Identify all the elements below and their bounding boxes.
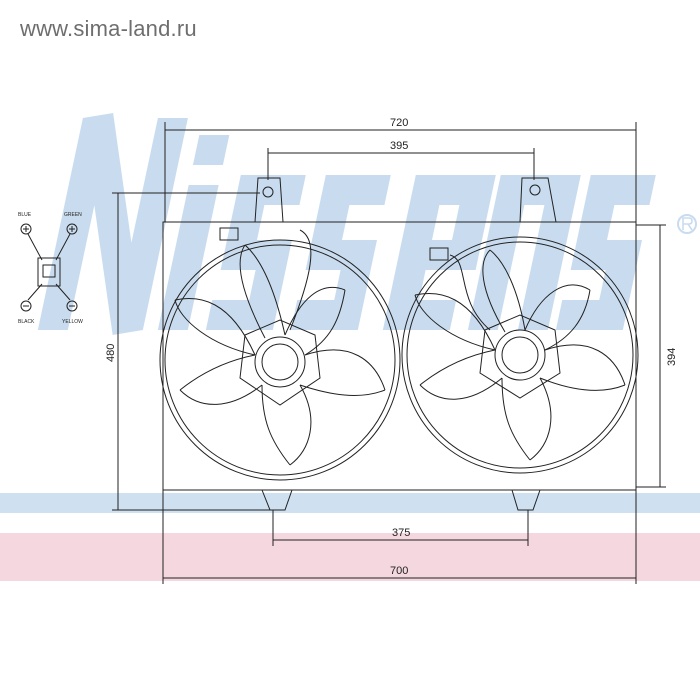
plus-icon xyxy=(66,223,78,235)
dim-label-700: 700 xyxy=(390,565,408,577)
pin-label-yellow: YELLOW xyxy=(62,319,83,325)
dimension-720: 720 xyxy=(164,117,637,490)
mount-hole-right xyxy=(529,184,541,196)
dim-label-480: 480 xyxy=(105,344,117,362)
dimension-480: 480 xyxy=(105,192,280,511)
dimension-394: 394 xyxy=(636,224,678,488)
dim-label-375: 375 xyxy=(392,527,410,539)
pin-label-black: BLACK xyxy=(18,319,35,325)
dimension-700: 700 xyxy=(162,490,637,584)
dim-label-395: 395 xyxy=(390,140,408,152)
fan-left xyxy=(159,227,401,481)
minus-icon xyxy=(66,300,78,312)
site-url[interactable]: www.sima-land.ru xyxy=(20,16,197,41)
pin-label-green: GREEN xyxy=(64,212,82,218)
dimension-375: 375 xyxy=(272,510,529,546)
shroud-outline xyxy=(162,221,637,491)
foot-left xyxy=(261,489,293,511)
pin-label-blue: BLUE xyxy=(18,212,32,218)
foot-right xyxy=(511,489,541,511)
fan-right xyxy=(401,236,639,474)
minus-icon xyxy=(20,300,32,312)
registered-mark-icon xyxy=(677,214,697,234)
mount-tab-left xyxy=(254,177,284,223)
connector-pinout: BLUE GREEN BLACK YELLOW xyxy=(18,212,83,325)
dim-label-720: 720 xyxy=(390,117,408,129)
dim-label-394: 394 xyxy=(666,348,678,366)
mount-hole-left xyxy=(262,186,274,198)
plus-icon xyxy=(20,223,32,235)
dimension-395: 395 xyxy=(267,140,535,180)
mount-tab-right xyxy=(519,177,557,223)
blue-band xyxy=(0,493,700,513)
pink-band xyxy=(0,533,700,581)
